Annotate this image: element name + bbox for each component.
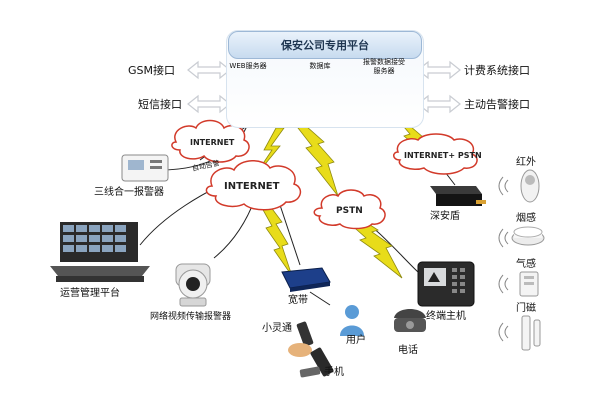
cloud-label-pstn: PSTN [336,206,363,216]
interface-gsm: GSM接口 [128,64,175,77]
label-alarm-3in1: 三线合一报警器 [94,187,164,198]
mobile-phone [299,347,334,378]
lightning-to-pstn [297,125,339,197]
sensor-gas [519,271,539,297]
cloud-label-internet-pstn: INTERNET+ PSTN [404,151,482,160]
server-label-web: WEB服务器 [229,62,267,70]
terminal-host [417,261,475,307]
lightning-to-terminal [347,215,403,279]
arrow-billing [417,60,461,80]
label-mobile: 手机 [324,367,344,378]
interface-active-alarm: 主动告警接口 [464,98,530,111]
sensor-smoke [511,226,545,246]
cloud-pstn [313,189,386,230]
cloud-label-internet-small: INTERNET [190,138,235,147]
server-label-database: 数据库 [309,62,331,70]
label-ops-platform: 运营管理平台 [60,288,120,299]
label-phone: 电话 [398,345,418,356]
telephone [394,309,426,332]
label-broadband: 宽带 [288,295,308,306]
label-shenanshun: 深安盾 [430,211,460,222]
label-sensor-door: 门磁 [516,303,536,314]
shenanshun-box [430,186,486,206]
cloud-label-internet-big: INTERNET [224,181,280,192]
label-terminal: 终端主机 [426,311,466,322]
label-sensor-infrared: 红外 [516,157,536,168]
ops-platform-videowall [50,222,150,282]
cloud-internet-pstn [393,133,478,175]
alarm-3in1-device [121,154,169,182]
label-sensor-smoke: 烟感 [516,213,536,224]
label-sensor-gas: 气感 [516,259,536,270]
cloud-internet-small [171,119,250,163]
sensor-infrared [520,169,540,203]
label-user: 用户 [346,335,366,346]
xiaolingtong-phone [288,321,314,357]
interface-billing: 计费系统接口 [464,64,530,77]
cloud-internet-big [205,160,302,211]
sensor-door [521,315,541,351]
server-label-alarm-receiver: 报警数据接受服务器 [363,58,405,75]
page-title: 保安公司专用平台 [228,31,422,59]
interface-sms: 短信接口 [138,98,182,111]
arrow-sms [187,94,231,114]
label-xiaolingtong: 小灵通 [262,323,292,334]
network-camera [175,263,211,307]
sensor-wave-marks [498,176,509,342]
arrow-active-alarm [417,94,461,114]
broadband-router [281,267,331,292]
user-figure [340,305,364,336]
arrow-gsm [187,60,231,80]
label-network-camera: 网络视频传输报警器 [150,312,232,322]
lightning-to-broadband [261,205,293,277]
